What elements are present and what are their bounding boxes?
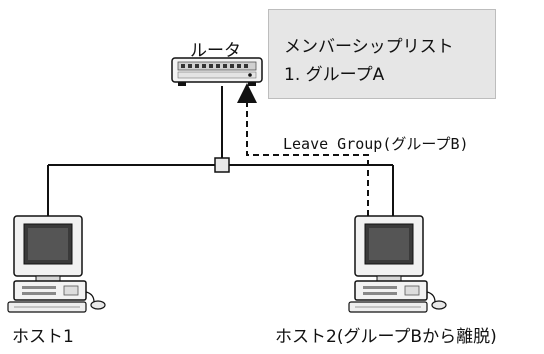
membership-list-title: メンバーシップリスト <box>284 37 454 57</box>
leave-message-arrow <box>237 83 369 216</box>
router-label: ルータ <box>190 41 241 61</box>
membership-list-box <box>268 9 496 99</box>
leave-group-label: Leave Group(グループB) <box>283 135 469 153</box>
host2-label: ホスト2(グループBから離脱) <box>275 327 497 347</box>
router-icon <box>171 57 263 86</box>
host2-computer-icon <box>348 215 447 313</box>
membership-list-item: 1. グループA <box>284 65 385 85</box>
host1-label: ホスト1 <box>12 327 74 347</box>
host1-computer-icon <box>7 215 106 313</box>
hub-icon <box>214 157 230 173</box>
